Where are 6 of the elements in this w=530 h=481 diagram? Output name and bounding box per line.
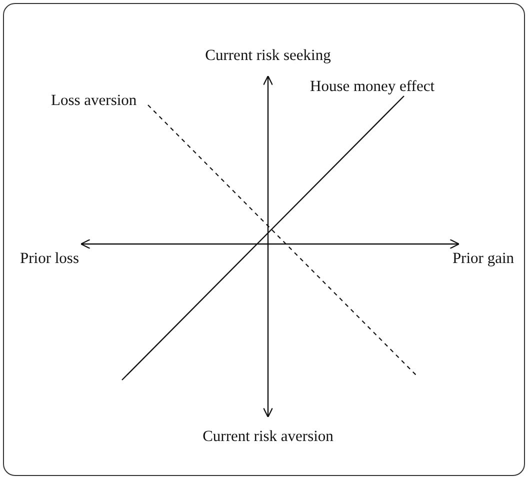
axis-label: House money effect (310, 78, 435, 97)
axis-label: Current risk aversion (202, 428, 334, 447)
axis-label: Prior loss (20, 250, 79, 269)
axis-label: Prior gain (452, 250, 514, 269)
axis-label: Loss aversion (51, 92, 137, 111)
axis-label: Current risk seeking (205, 47, 331, 66)
